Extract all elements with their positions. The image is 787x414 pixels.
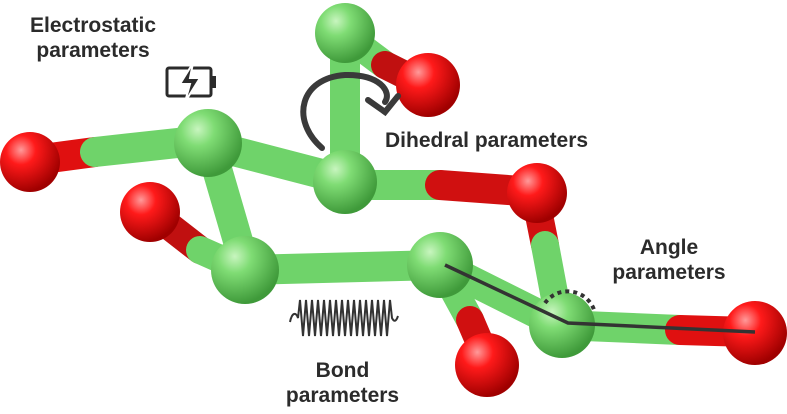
carbon-atom (211, 236, 279, 304)
carbon-atom (315, 3, 375, 63)
bond-label: Bond parameters (275, 358, 410, 408)
oxygen-atom (0, 132, 60, 192)
carbon-atom (174, 109, 242, 177)
dihedral-label-text: Dihedral parameters (385, 129, 589, 152)
bond-label-line1: Bond (315, 359, 370, 382)
oxygen-atom (507, 163, 567, 223)
oxygen-atom (120, 182, 180, 242)
electrostatic-label-line1: Electrostatic (30, 14, 157, 37)
angle-label-line1: Angle (639, 236, 699, 259)
electrostatic-label-line2: parameters (36, 39, 150, 62)
carbon-atom (407, 232, 473, 298)
oxygen-atom (455, 333, 519, 397)
carbon-atom (529, 292, 595, 358)
carbon-atom (313, 150, 377, 214)
bond-label-line2: parameters (285, 384, 400, 407)
rotation-arrow-icon (300, 71, 401, 151)
angle-label-line2: parameters (612, 261, 726, 284)
angle-label: Angle parameters (594, 235, 744, 285)
oxygen-atom (723, 301, 787, 365)
oxygen-atom (396, 53, 460, 117)
dihedral-label: Dihedral parameters (385, 128, 588, 153)
spring-icon (289, 299, 399, 337)
battery-charging-icon (165, 62, 216, 103)
atoms (0, 3, 787, 397)
angle-arc-icon (444, 263, 756, 334)
electrostatic-label: Electrostatic parameters (30, 13, 156, 63)
